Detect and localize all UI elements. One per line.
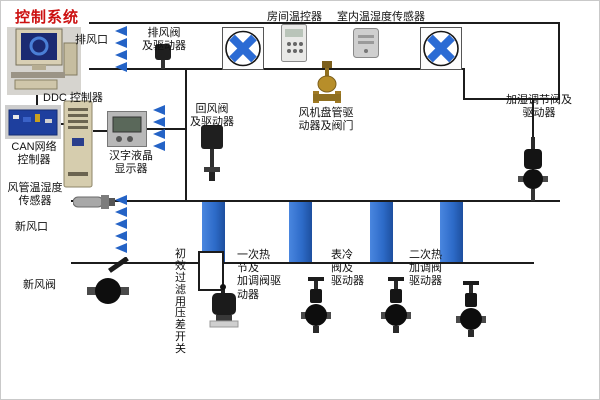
label-exhaust-damper: 排风阀 及驱动器 [142,27,186,53]
secondary-heat-valve-actuator-device [456,281,486,337]
wire-ddc-to-tower [59,123,67,125]
wire-tower-to-lcd [93,130,109,132]
filter-section-box [198,251,224,291]
duct-line-bottom-band-bottom [71,262,534,264]
fan-coil-brass-valve-device [313,61,341,107]
label-primary-heat-valve: 一次热 节及 加调阀驱 动器 [237,249,281,301]
lcd-display-device [107,111,147,147]
humidifier-valve-actuator-device [518,137,548,201]
fresh-air-valve-device [87,256,133,315]
label-indoor-sensor: 室内温湿度传感器 [337,11,425,23]
filter-pressure-switch-device [207,283,241,329]
return-fan-icon [222,27,264,70]
controller-tower-image [63,100,93,188]
duct-line-fan2-drop [463,68,465,100]
supply-duct-2 [289,202,312,262]
label-ddc-controller: DDC 控制器 [43,92,103,104]
duct-sensor-probe-device [72,191,115,213]
indoor-temp-humidity-sensor-device [353,28,379,58]
supply-fan-icon [420,27,462,70]
room-thermostat-device [281,24,307,62]
duct-line-bottom-band-top [71,200,560,202]
duct-line-mid-left-vertical [185,68,187,202]
control-workstation-image [7,27,81,95]
return-damper-actuator-device [197,123,227,181]
label-duct-sensor: 风管温湿度 传感器 [7,182,63,208]
wire-lcd-to-duct [147,128,187,130]
ddc-controller-board-image [5,105,61,139]
label-humidifier-valve: 加湿调节阀及 驱动器 [506,94,572,120]
cooling-valve-actuator-device [381,277,411,333]
fresh-airflow-arrows-icon [115,195,127,253]
label-fresh-damper: 新风阀 [23,279,56,291]
supply-duct-4 [440,202,463,262]
diagram-title: 控制系统 [15,9,80,26]
label-fan-coil: 风机盘管驱 动器及阀门 [298,107,354,133]
label-filter-pressure-switch: 初 效 过 滤 用 压 差 开 关 [175,248,186,355]
signal-arrows-icon [153,105,165,151]
label-secondary-heat-valve: 二次热 加调阀 驱动器 [409,249,442,288]
duct-line-top-band-bottom [89,68,465,70]
label-room-thermostat: 房间温控器 [267,11,322,23]
label-can-controller: CAN网络 控制器 [11,141,57,167]
label-cooling-valve: 表冷 阀及 驱动器 [331,249,364,288]
duct-line-right-vertical [558,22,560,100]
supply-duct-1 [202,202,225,262]
label-exhaust-vent: 排风口 [75,34,108,46]
wire-computer-to-ddc [36,93,38,107]
exhaust-airflow-arrows-icon [115,26,127,72]
duct-line-top [89,22,560,24]
label-fresh-vent: 新风口 [15,221,48,233]
supply-duct-3 [370,202,393,262]
duct-line-right-horizontal [463,98,560,100]
label-lcd-display: 汉字液晶 显示器 [109,150,153,176]
exhaust-damper-actuator-device [153,43,173,69]
label-return-damper: 回风阀 及驱动器 [190,103,234,129]
primary-heat-valve-actuator-device [301,277,331,333]
